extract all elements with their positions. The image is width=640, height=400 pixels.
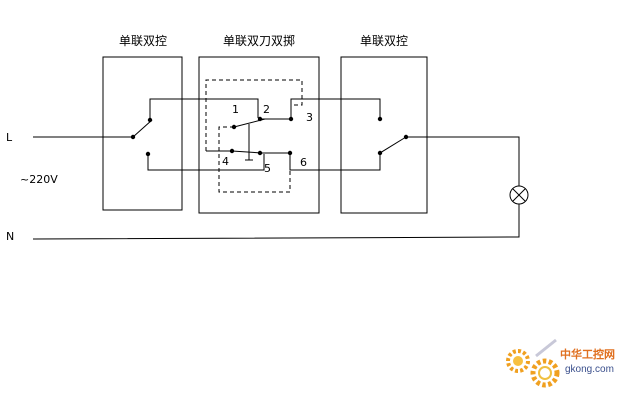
traveler-upper-right [290, 98, 381, 119]
live-line-label: L [6, 131, 13, 144]
traveler-upper-left [149, 98, 259, 120]
left-switch-title: 单联双控 [119, 34, 167, 48]
terminal-2-label: 2 [263, 103, 270, 116]
voltage-label: ~220V [20, 173, 58, 186]
cross-wiring-dashed [205, 79, 303, 193]
left-switch-lever [132, 119, 153, 138]
terminal-4-label: 4 [222, 155, 229, 168]
right-switch-title: 单联双控 [360, 34, 408, 48]
watermark-url: gkong.com [565, 364, 614, 375]
terminal-5-label: 5 [264, 162, 271, 175]
right-switch-box [340, 56, 428, 214]
traveler-lower-left [147, 154, 265, 171]
middle-switch-title: 单联双刀双掷 [223, 33, 295, 48]
neutral-wire [32, 204, 520, 240]
terminal-3-label: 3 [306, 111, 313, 124]
terminal-6-label: 6 [300, 156, 307, 169]
lamp-icon [509, 185, 529, 205]
terminal-1-label: 1 [232, 103, 239, 116]
load-wire [406, 136, 520, 186]
left-switch-box [102, 56, 183, 211]
neutral-line-label: N [6, 230, 14, 243]
watermark-gear-icon [506, 338, 560, 388]
traveler-lower-right [289, 153, 381, 171]
upper-blade [233, 118, 266, 128]
middle-switch-box [198, 56, 320, 214]
watermark-name: 中华工控网 [560, 347, 615, 361]
right-switch-lever [379, 136, 407, 154]
right-switch-upper-contact [377, 116, 383, 122]
lower-blade [231, 150, 263, 154]
